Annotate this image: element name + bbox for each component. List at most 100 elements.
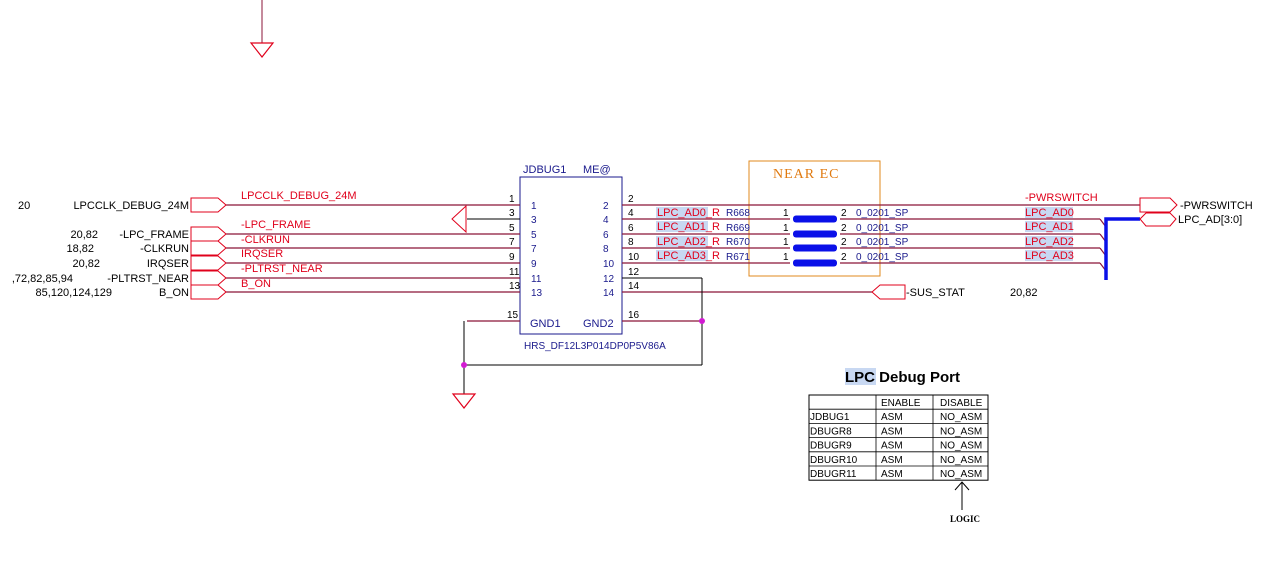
pin-number: 7 bbox=[509, 237, 515, 248]
right-net-label: LPC_AD3_R bbox=[657, 250, 720, 262]
net-highlight bbox=[656, 221, 708, 232]
left-net-label: -LPC_FRAME bbox=[241, 219, 311, 231]
resistor-pin2: 2 bbox=[841, 223, 847, 234]
pin-number: 5 bbox=[509, 223, 515, 234]
left-net-label-group: LPCCLK_DEBUG_24M-LPC_FRAME-CLKRUNIRQSER-… bbox=[241, 190, 357, 290]
table-cell-disable: NO_ASM bbox=[940, 412, 982, 423]
pin-number: 3 bbox=[509, 208, 515, 219]
table-cell-disable: NO_ASM bbox=[940, 426, 982, 437]
left-net-label: -CLKRUN bbox=[241, 234, 290, 246]
pin-number-inside: 12 bbox=[603, 274, 615, 285]
table-cell-enable: ASM bbox=[881, 455, 903, 466]
gnd2-label: GND2 bbox=[583, 318, 614, 330]
right-output-net-label: LPC_AD0 bbox=[1025, 207, 1074, 219]
left-port-shape bbox=[190, 270, 227, 286]
left-port-shape bbox=[190, 284, 227, 300]
left-port-name: B_ON bbox=[159, 287, 189, 299]
net-highlight bbox=[656, 236, 708, 247]
pin-number: 12 bbox=[628, 267, 640, 278]
pin-number-inside: 10 bbox=[603, 259, 615, 270]
resistor-pin1: 1 bbox=[783, 223, 789, 234]
table-cell-enable: ASM bbox=[881, 412, 903, 423]
left-port-ref: ,72,82,85,94 bbox=[12, 273, 73, 285]
left-net-label: -PLTRST_NEAR bbox=[241, 263, 323, 275]
resistor-pin2: 2 bbox=[841, 252, 847, 263]
gnd2-pin-number: 16 bbox=[628, 310, 640, 321]
pin-number: 6 bbox=[628, 223, 634, 234]
left-port-name: -PLTRST_NEAR bbox=[107, 273, 189, 285]
connector-refdes: JDBUG1 bbox=[523, 164, 566, 176]
pin-number: 13 bbox=[509, 281, 521, 292]
sus-stat-ref: 20,82 bbox=[1010, 287, 1038, 299]
pin-number: 11 bbox=[509, 267, 520, 278]
table-cell-disable: NO_ASM bbox=[940, 455, 982, 466]
right-output-net-label: LPC_AD3 bbox=[1025, 250, 1074, 262]
table-cell-part: DBUGR10 bbox=[810, 455, 858, 466]
resistor-body bbox=[793, 215, 837, 223]
connector-property: ME@ bbox=[583, 164, 611, 176]
pin-number: 1 bbox=[509, 194, 515, 205]
title-highlight bbox=[845, 368, 876, 385]
left-net-label: B_ON bbox=[241, 278, 271, 290]
resistor-body bbox=[793, 230, 837, 238]
pin-number: 8 bbox=[628, 237, 634, 248]
connector-part-number: HRS_DF12L3P014DP0P5V86A bbox=[524, 341, 666, 352]
left-port-ref: 18,82 bbox=[66, 243, 94, 255]
pin-number-inside: 7 bbox=[531, 244, 537, 255]
right-output-net-label: -PWRSWITCH bbox=[1025, 192, 1098, 204]
pin-number-inside: 13 bbox=[531, 288, 543, 299]
pin-number-inside: 5 bbox=[531, 230, 537, 241]
gnd1-pin-number: 15 bbox=[507, 310, 519, 321]
net-highlight bbox=[1025, 250, 1073, 261]
table-header-disable: DISABLE bbox=[940, 398, 983, 409]
pin-number-inside: 6 bbox=[603, 230, 609, 241]
pin-number-inside: 14 bbox=[603, 288, 615, 299]
resistor-value: 0_0201_SP bbox=[856, 208, 909, 219]
left-port-ref: 20,82 bbox=[72, 258, 100, 270]
right-output-net-label: LPC_AD2 bbox=[1025, 236, 1074, 248]
net-highlight bbox=[656, 250, 708, 261]
pin-number: 10 bbox=[628, 252, 640, 263]
left-port-name: -CLKRUN bbox=[140, 243, 189, 255]
logic-label: LOGIC bbox=[950, 514, 980, 524]
pwrswitch-port-label: -PWRSWITCH bbox=[1180, 200, 1253, 212]
lpc-ad-bus bbox=[1104, 217, 1140, 280]
table-cell-part: DBUGR11 bbox=[810, 469, 857, 480]
right-ports: -PWRSWITCH LPC_AD[3:0] -SUS_STAT 20,82 bbox=[871, 197, 1253, 300]
pin-number: 2 bbox=[628, 194, 634, 205]
resistor-pin1: 1 bbox=[783, 237, 789, 248]
wires bbox=[226, 204, 1140, 409]
ground-symbol-top bbox=[249, 0, 275, 58]
resistor-pin1: 1 bbox=[783, 208, 789, 219]
resistor-body bbox=[793, 259, 837, 267]
connector-jdbug1: JDBUG1 ME@ HRS_DF12L3P014DP0P5V86A GND1 … bbox=[507, 164, 666, 352]
pin-number: 14 bbox=[628, 281, 640, 292]
left-port-shape bbox=[190, 240, 227, 256]
resistor-refdes: R669 bbox=[726, 223, 750, 234]
table-cell-part: JDBUG1 bbox=[810, 412, 850, 423]
left-port-shape bbox=[190, 226, 227, 242]
left-port-name: -LPC_FRAME bbox=[119, 229, 189, 241]
left-net-label: LPCCLK_DEBUG_24M bbox=[241, 190, 357, 202]
pin-number-inside: 2 bbox=[603, 201, 609, 212]
left-port-name: IRQSER bbox=[147, 258, 189, 270]
pin-number-inside: 8 bbox=[603, 244, 609, 255]
left-port-ref: 85,120,124,129 bbox=[36, 287, 112, 299]
resistor-value: 0_0201_SP bbox=[856, 252, 909, 263]
right-output-net-label: LPC_AD1 bbox=[1025, 221, 1074, 233]
table-cell-part: DBUGR8 bbox=[810, 426, 852, 437]
left-port-ref: 20 bbox=[18, 200, 30, 212]
resistor-value: 0_0201_SP bbox=[856, 223, 909, 234]
left-port-group: LPCCLK_DEBUG_24M20-LPC_FRAME20,82-CLKRUN… bbox=[12, 197, 227, 300]
lpc-ad-port-label: LPC_AD[3:0] bbox=[1178, 214, 1242, 226]
pin-number-inside: 4 bbox=[603, 215, 609, 226]
